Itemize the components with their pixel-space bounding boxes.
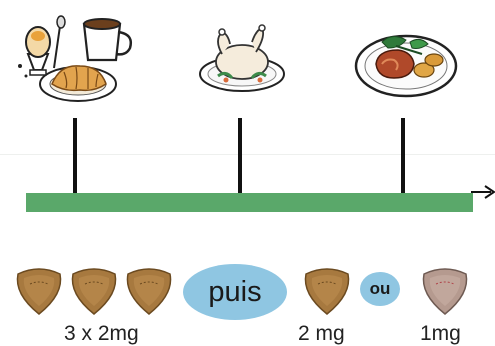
dinner-plate-icon — [352, 20, 460, 100]
puis-connector: puis — [183, 264, 287, 320]
roast-chicken-icon — [196, 22, 288, 94]
ou-connector: ou — [360, 272, 400, 306]
dose-label-option-b: 1mg — [420, 322, 461, 346]
dinner-tick — [401, 118, 405, 194]
dose-label-option-a: 2 mg — [298, 322, 345, 346]
dose-label-initial: 3 x 2mg — [64, 322, 139, 346]
lunch-tick — [238, 118, 242, 194]
breakfast-tick — [73, 118, 77, 194]
pill-1mg-icon — [418, 262, 472, 316]
pill-2mg-icon — [122, 262, 176, 316]
pill-2mg-icon — [12, 262, 66, 316]
pill-2mg-icon — [300, 262, 354, 316]
timeline-bar — [26, 193, 473, 212]
breakfast-icon — [8, 6, 138, 106]
pill-2mg-icon — [67, 262, 121, 316]
arrow-head-icon — [471, 183, 495, 201]
